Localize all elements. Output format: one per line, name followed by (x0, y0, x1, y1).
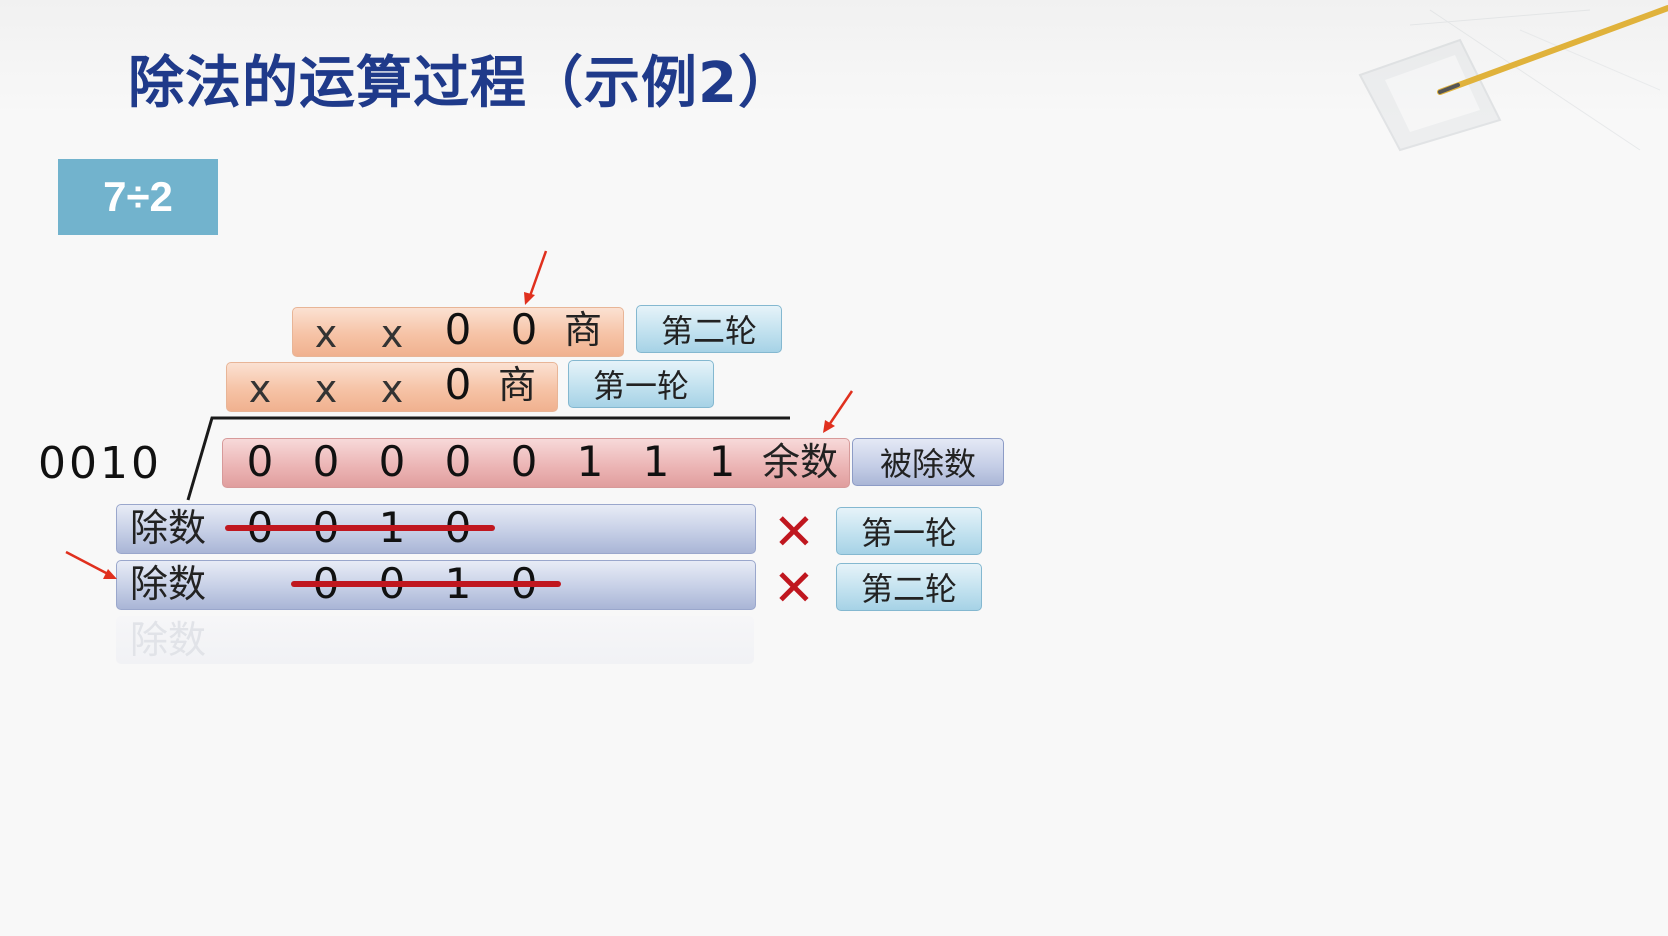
red-arrow-icon (66, 552, 117, 579)
red-arrow-icon (524, 251, 546, 305)
red-arrow-icon (823, 391, 852, 433)
